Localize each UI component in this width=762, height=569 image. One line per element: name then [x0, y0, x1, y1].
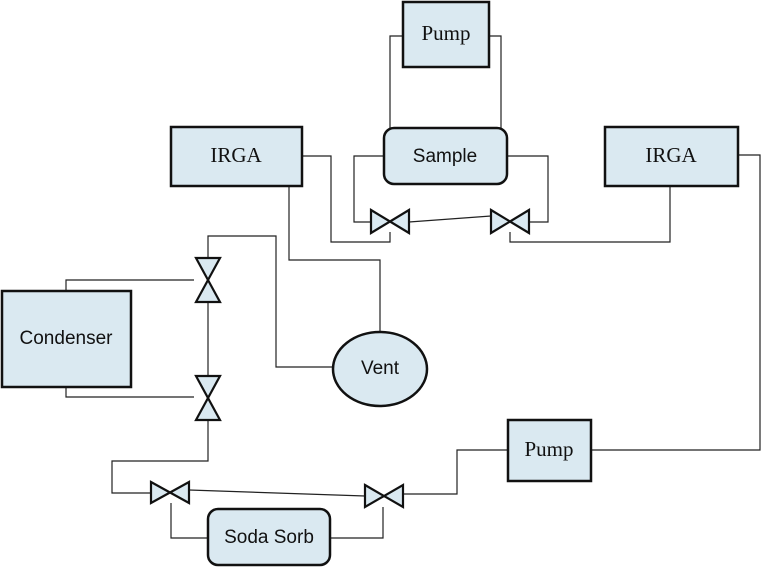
pipe-sample-right-to-valve	[507, 155, 549, 223]
valves	[149, 208, 531, 509]
pump-top: Pump	[401, 0, 491, 69]
condenser: Condenser	[0, 289, 133, 389]
vent-ellipse	[331, 330, 429, 408]
pipe-sodasorb-to-bottom-right-valve	[330, 507, 384, 539]
sample-label: Sample	[413, 146, 477, 167]
pump-bottom: Pump	[506, 418, 593, 483]
soda-sorb-label: Soda Sorb	[224, 527, 314, 548]
pump-top-box	[401, 0, 491, 69]
irga-right-label: IRGA	[645, 143, 697, 167]
irga-right: IRGA	[603, 125, 740, 188]
pipe-valve-to-pump-bottom	[403, 449, 508, 495]
condenser-box	[0, 289, 133, 389]
pipe-valve-to-irga-right	[509, 187, 671, 243]
pipe-bottom-left-valve-to-sodasorb	[170, 503, 208, 539]
pipe-between-top-valves	[408, 215, 492, 223]
valve-condenser-bottom	[194, 374, 222, 422]
vent-label: Vent	[361, 358, 400, 379]
pipe-condenser-top	[65, 279, 194, 291]
sample-chamber: Sample	[382, 126, 509, 186]
pump-top-label: Pump	[421, 21, 470, 45]
valve-bottom-right	[363, 483, 405, 509]
irga-left-box	[169, 125, 304, 188]
pipe-irga-left-to-vent	[288, 187, 381, 337]
valve-bottom-left	[149, 480, 191, 505]
pipe-sample-left-to-valve	[353, 155, 384, 223]
pipe-irga-left-to-valve	[302, 155, 391, 243]
pipes	[65, 35, 761, 539]
condenser-label: Condenser	[20, 328, 114, 349]
pipe-pump-sample-right	[489, 35, 502, 128]
pipe-pump-to-irga-right	[591, 154, 761, 451]
valve-condenser-top	[194, 256, 222, 304]
pipe-between-bottom-valves	[188, 489, 366, 497]
soda-sorb: Soda Sorb	[206, 507, 332, 567]
irga-left-label: IRGA	[210, 143, 262, 167]
valve-top-left	[369, 208, 411, 235]
valve-top-right	[489, 208, 531, 235]
pipe-valve-to-vent	[207, 235, 334, 368]
pump-bottom-label: Pump	[524, 437, 573, 461]
pipe-condenser-to-bottom-left-valve	[111, 420, 209, 494]
pipe-condenser-bottom	[65, 387, 194, 398]
pipe-pump-sample-left	[389, 35, 403, 128]
irga-right-box	[603, 125, 740, 188]
pump-bottom-box	[506, 418, 593, 483]
vent: Vent	[331, 330, 429, 408]
sample-box	[382, 126, 509, 186]
irga-left: IRGA	[169, 125, 304, 188]
soda-sorb-box	[206, 507, 332, 567]
